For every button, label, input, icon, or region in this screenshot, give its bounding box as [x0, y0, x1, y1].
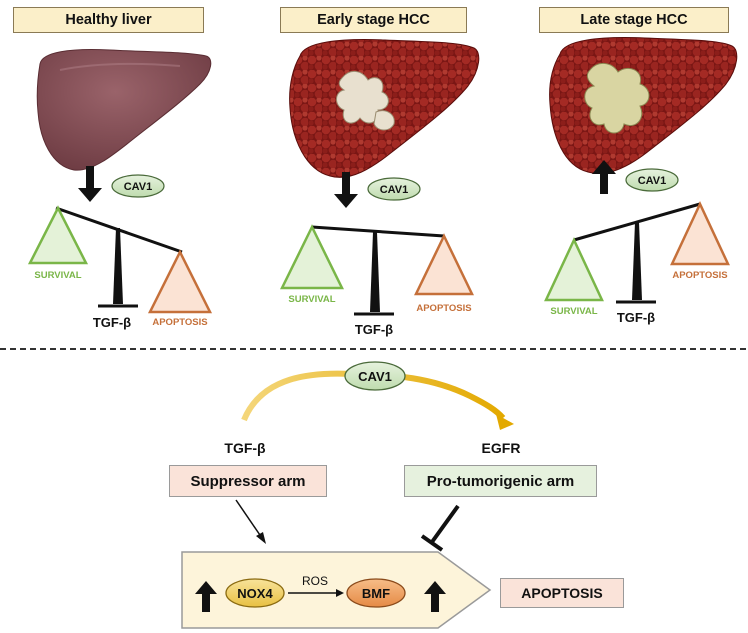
- apoptosis-label: APOPTOSIS: [672, 270, 727, 281]
- cav1-oval: [344, 361, 406, 391]
- up-arrow-icon: [592, 160, 616, 194]
- cav1-label: CAV1: [380, 184, 409, 196]
- tgf-beta-label: TGF-β: [224, 440, 266, 456]
- tgf-beta-label: TGF-β: [355, 322, 393, 337]
- survival-label: SURVIVAL: [550, 306, 597, 317]
- early-hcc-liver-illustration: [289, 39, 480, 178]
- down-arrow-icon: [78, 166, 102, 202]
- suppressor-arm-box: Suppressor arm: [169, 465, 327, 497]
- panel-title-late: Late stage HCC: [539, 7, 729, 33]
- survival-label: SURVIVAL: [288, 294, 335, 305]
- bmf-oval: [346, 578, 406, 608]
- cav1-label: CAV1: [358, 369, 392, 384]
- bmf-label: BMF: [362, 586, 390, 601]
- nox4-label: NOX4: [237, 586, 273, 601]
- apoptosis-label: APOPTOSIS: [152, 317, 207, 328]
- cav1-oval: [625, 168, 679, 192]
- survival-triangle: [544, 237, 604, 302]
- late-hcc-liver-illustration: [549, 37, 738, 174]
- survival-label: SURVIVAL: [34, 270, 81, 281]
- balance-scale: [27, 205, 213, 314]
- apoptosis-outcome-box: APOPTOSIS: [500, 578, 624, 608]
- healthy-liver-illustration: [36, 49, 212, 171]
- panel-title-early: Early stage HCC: [280, 7, 467, 33]
- up-arrow-icon: [424, 581, 446, 612]
- survival-triangle: [279, 224, 345, 290]
- tgf-beta-label: TGF-β: [93, 315, 131, 330]
- apoptosis-label: APOPTOSIS: [416, 303, 471, 314]
- activation-arrow: [235, 499, 263, 539]
- cav1-oval: [367, 177, 421, 201]
- balance-scale: [279, 224, 474, 316]
- tgf-beta-label: TGF-β: [617, 310, 655, 325]
- up-arrow-icon: [195, 581, 217, 612]
- cav1-oval: [111, 174, 165, 198]
- arrow-head: [336, 589, 344, 597]
- egfr-label: EGFR: [482, 440, 521, 456]
- apoptosis-triangle: [147, 249, 213, 314]
- cav1-label: CAV1: [638, 175, 667, 187]
- down-arrow-icon: [334, 172, 358, 208]
- panel-title-healthy: Healthy liver: [13, 7, 204, 33]
- balance-scale: [544, 201, 730, 304]
- pro-tumorigenic-arm-box: Pro-tumorigenic arm: [404, 465, 597, 497]
- nox4-oval: [225, 578, 285, 608]
- ros-label: ROS: [302, 574, 328, 588]
- inhibition-bar: [420, 534, 444, 552]
- cav1-label: CAV1: [124, 181, 153, 193]
- inhibition-arrow: [430, 504, 460, 544]
- apoptosis-triangle: [414, 233, 474, 296]
- arrow-head: [256, 532, 266, 544]
- apoptosis-triangle: [670, 201, 730, 266]
- survival-triangle: [27, 205, 89, 265]
